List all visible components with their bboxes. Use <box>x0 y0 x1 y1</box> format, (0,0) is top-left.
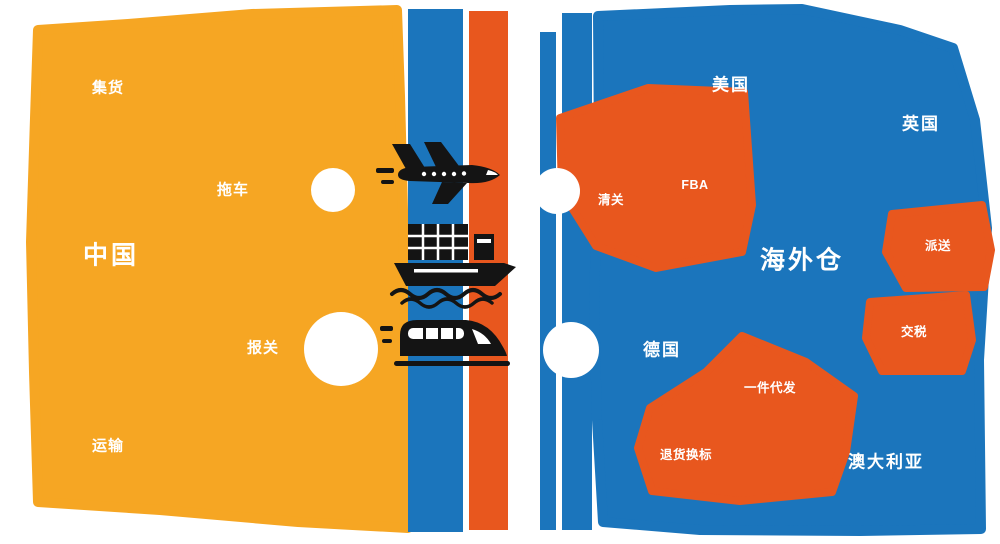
ship-wave <box>400 297 494 309</box>
label-uk: 英国 <box>902 114 940 134</box>
label-consolidation: 集货 <box>91 79 125 97</box>
label-customs-declaration: 报关 <box>246 339 280 357</box>
label-transport: 运输 <box>91 437 125 455</box>
train-door-line <box>423 328 426 339</box>
train-track <box>394 361 510 366</box>
label-return-relabel: 退货换标 <box>659 447 713 462</box>
label-dropshipping: 一件代发 <box>743 380 797 395</box>
train-window-strip <box>408 328 464 339</box>
label-trailer: 拖车 <box>216 181 250 199</box>
tax-blob <box>862 291 976 375</box>
train-door-line <box>438 328 441 339</box>
train-door-line <box>453 328 456 339</box>
label-delivery: 派送 <box>924 238 952 253</box>
label-fba: FBA <box>681 177 709 192</box>
node-circle-2 <box>304 312 378 386</box>
train-speed-line <box>382 339 392 343</box>
plane-speed-line <box>381 180 394 184</box>
overseas-title: 海外仓 <box>759 246 845 275</box>
fulfillment-blob <box>634 332 858 505</box>
node-circle-3 <box>534 168 580 214</box>
plane-fuselage <box>398 165 500 184</box>
ship-hull <box>394 263 516 286</box>
plane-wing-bottom <box>432 182 467 204</box>
plane-window <box>431 171 437 177</box>
ship-icon <box>390 224 516 309</box>
node-circle-4 <box>543 322 599 378</box>
plane-window <box>421 171 427 177</box>
label-usa: 美国 <box>712 75 750 95</box>
plane-window <box>461 171 467 176</box>
ship-bridge-window <box>477 239 491 243</box>
plane-wing-top <box>424 142 459 167</box>
customs-clearance-blob <box>556 84 756 272</box>
train-icon <box>380 320 510 366</box>
label-customs-clearance: 清关 <box>597 192 625 207</box>
train-speed-line <box>380 326 393 331</box>
ship-wave <box>390 288 502 300</box>
ship-bridge <box>474 234 494 260</box>
label-australia: 澳大利亚 <box>848 452 924 472</box>
train-nose-window <box>472 329 491 344</box>
plane-window <box>441 171 447 177</box>
route-bar-thin-2 <box>562 13 592 530</box>
ship-hull-stripe <box>414 269 478 273</box>
plane-icon <box>376 142 500 204</box>
china-title: 中国 <box>82 241 140 270</box>
route-bar-thin-1 <box>540 32 556 530</box>
node-circle-1 <box>311 168 355 212</box>
label-tax: 交税 <box>900 324 928 339</box>
plane-cockpit <box>486 170 498 175</box>
plane-speed-line <box>376 168 394 173</box>
plane-window <box>451 171 457 177</box>
plane-tail <box>392 144 425 169</box>
ship-container-grid <box>408 224 468 260</box>
delivery-blob <box>882 201 995 292</box>
label-germany: 德国 <box>643 340 681 360</box>
